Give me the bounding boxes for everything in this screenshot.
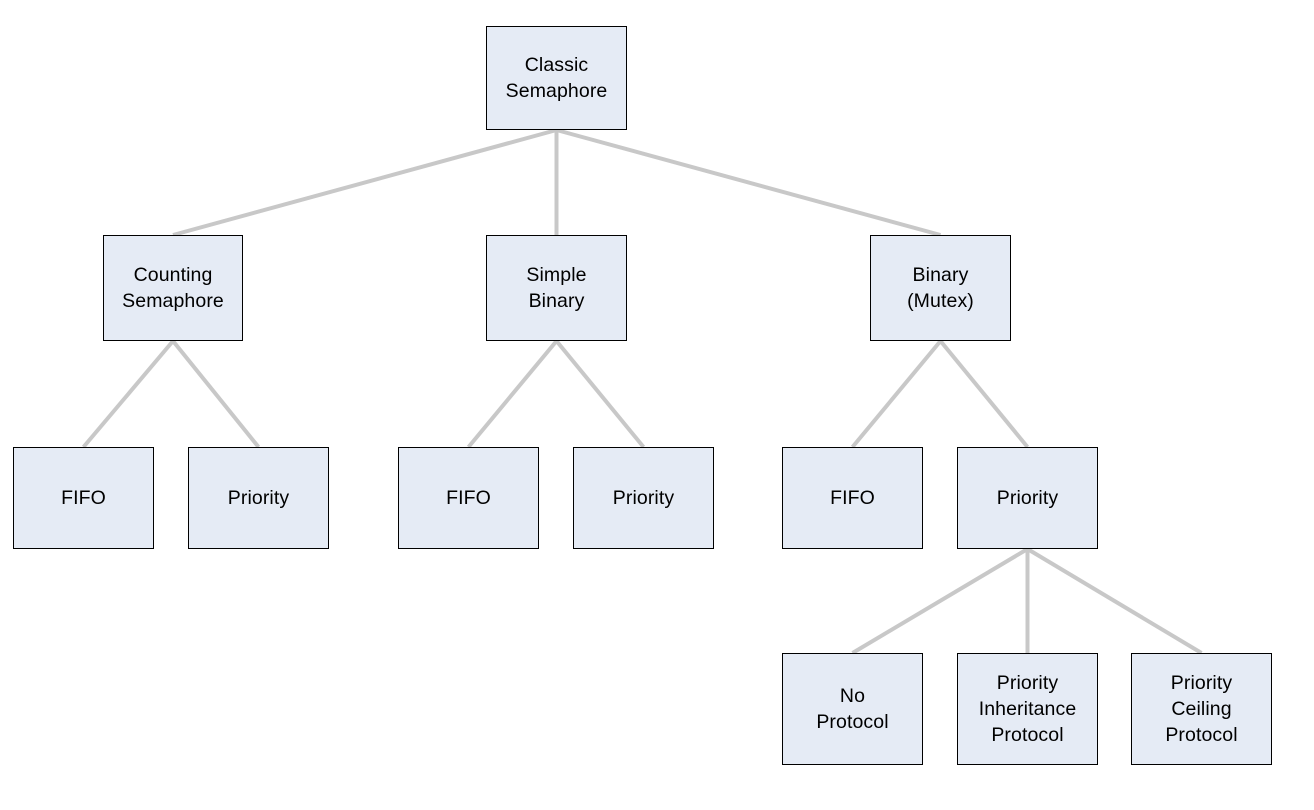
node-label-simple-binary: Simple Binary (526, 264, 587, 312)
node-label-counting-fifo: FIFO (61, 487, 106, 509)
node-label-classic-semaphore: Classic Semaphore (505, 54, 608, 102)
node-label-priority-ceiling: Priority Ceiling Protocol (1165, 672, 1238, 746)
edge-simple-binary-priority (554, 339, 646, 449)
node-priority-inheritance[interactable]: Priority Inheritance Protocol (957, 653, 1098, 765)
node-mutex-fifo[interactable]: FIFO (782, 447, 923, 549)
node-label-simple-binary-priority: Priority (612, 487, 675, 509)
node-counting-priority[interactable]: Priority (188, 447, 329, 549)
node-label-mutex-fifo: FIFO (830, 487, 875, 509)
node-label-no-protocol: No Protocol (816, 685, 889, 733)
edge-counting-fifo (81, 339, 175, 449)
node-counting-semaphore[interactable]: Counting Semaphore (103, 235, 243, 341)
node-classic-semaphore[interactable]: Classic Semaphore (486, 26, 627, 130)
edge-mutex-fifo (850, 339, 943, 449)
node-binary-mutex[interactable]: Binary (Mutex) (870, 235, 1011, 341)
node-no-protocol[interactable]: No Protocol (782, 653, 923, 765)
edge-counting-priority (171, 339, 261, 449)
node-counting-fifo[interactable]: FIFO (13, 447, 154, 549)
edge-mutex-priority-no-protocol (851, 547, 1029, 655)
node-label-counting-semaphore: Counting Semaphore (122, 264, 224, 312)
node-simple-binary-priority[interactable]: Priority (573, 447, 714, 549)
node-label-simple-binary-fifo: FIFO (446, 487, 491, 509)
edge-classic-counting (172, 128, 558, 237)
node-label-counting-priority: Priority (227, 487, 290, 509)
edge-simple-binary-fifo (466, 339, 559, 449)
edge-mutex-priority (938, 339, 1030, 449)
node-priority-ceiling[interactable]: Priority Ceiling Protocol (1131, 653, 1272, 765)
edge-mutex-priority-ceiling (1026, 547, 1203, 655)
node-label-mutex-priority: Priority (996, 487, 1059, 509)
node-simple-binary[interactable]: Simple Binary (486, 235, 627, 341)
node-label-priority-inheritance: Priority Inheritance Protocol (978, 672, 1077, 746)
node-mutex-priority[interactable]: Priority (957, 447, 1098, 549)
edge-classic-binary-mutex (555, 128, 942, 237)
node-simple-binary-fifo[interactable]: FIFO (398, 447, 539, 549)
node-label-binary-mutex: Binary (Mutex) (907, 264, 974, 312)
